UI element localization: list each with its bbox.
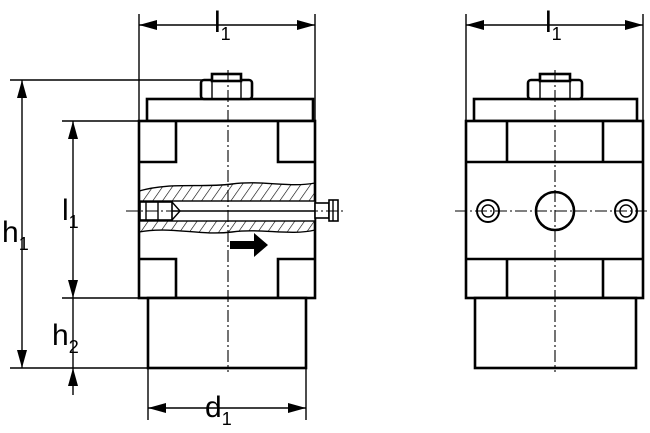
dim-total-height: h1	[2, 79, 205, 369]
dim-side-top-width: l1	[465, 6, 644, 121]
dim-base-height: h2	[52, 298, 79, 395]
dim-subscript: 1	[19, 234, 29, 254]
dim-label: h	[2, 216, 19, 249]
front-bolt	[199, 72, 254, 101]
dim-subscript: 1	[69, 212, 79, 232]
dim-block-height: l1	[62, 120, 148, 299]
dim-label: l	[62, 194, 69, 227]
dim-subscript: 1	[552, 24, 562, 44]
dim-base-diameter: d1	[147, 368, 307, 429]
dim-label: l	[214, 6, 221, 39]
svg-text:d1: d1	[205, 391, 232, 429]
svg-text:l1: l1	[214, 6, 231, 44]
flow-arrow	[230, 233, 268, 257]
side-view	[455, 70, 650, 372]
svg-text:l1: l1	[545, 6, 562, 44]
front-section-cutout	[138, 182, 330, 234]
front-pocket-tr	[276, 121, 315, 164]
front-base	[146, 296, 308, 370]
front-view	[126, 70, 345, 372]
dim-subscript: 1	[222, 409, 232, 429]
dim-label: d	[205, 391, 222, 424]
dim-front-top-width: l1	[138, 6, 316, 121]
svg-text:h1: h1	[2, 216, 29, 254]
svg-text:h2: h2	[52, 319, 79, 357]
front-pocket-tl	[139, 121, 178, 164]
dim-label: l	[545, 6, 552, 39]
front-pocket-br	[276, 257, 315, 298]
dim-subscript: 1	[221, 24, 231, 44]
dim-subscript: 2	[69, 337, 79, 357]
front-pocket-bl	[139, 257, 178, 298]
svg-text:l1: l1	[62, 194, 79, 232]
dim-label: h	[52, 319, 69, 352]
front-top-plate	[145, 97, 315, 123]
